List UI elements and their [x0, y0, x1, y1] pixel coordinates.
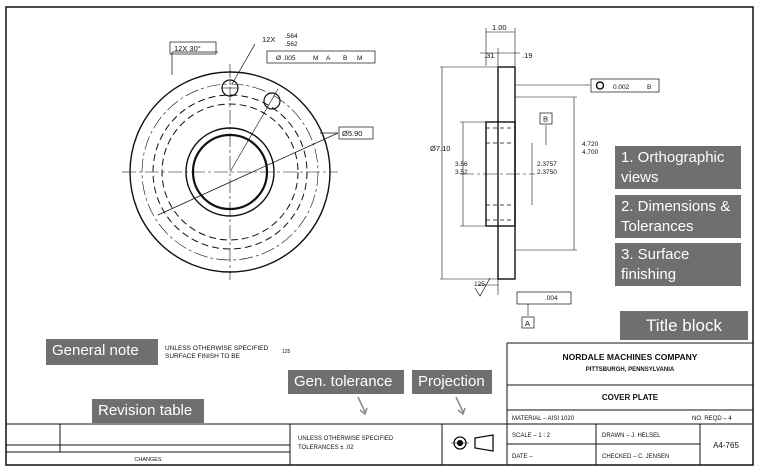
hole-fcf-tol: Ø .005 [276, 55, 296, 62]
hole-fcf-datum-mod: M [357, 55, 362, 62]
front-view [122, 43, 339, 280]
tolerance-line1: UNLESS OTHERWISE SPECIFIED [298, 436, 394, 442]
hole-fcf-datum-b: B [343, 55, 347, 62]
hub-outer-lower: 4.700 [582, 149, 599, 156]
title-block-label: Title block [620, 311, 748, 340]
scale: SCALE – 1 : 2 [512, 433, 551, 439]
runout-datum: B [647, 84, 651, 91]
projection-label: Projection [412, 370, 492, 394]
general-note-finish: 125 [282, 349, 291, 355]
hole-count-label: 12X [262, 35, 275, 44]
hole-dia-lower: .562 [285, 41, 298, 48]
general-note-line2: SURFACE FINISH TO BE [165, 353, 241, 360]
general-note: UNLESS OTHERWISE SPECIFIED SURFACE FINIS… [165, 345, 291, 360]
width-right: .19 [522, 51, 532, 60]
part-name: COVER PLATE [602, 393, 659, 402]
tolerance-line2: TOLERANCES ± .02 [298, 445, 354, 451]
drawn-by: DRAWN – J. HELSEL [602, 433, 661, 439]
bore-dia-upper: 3.56 [455, 161, 468, 168]
width-left: .31 [484, 51, 494, 60]
hole-fcf-datum-a: A [326, 55, 331, 62]
width-total: 1.00 [492, 23, 507, 32]
changes-label: CHANGES [134, 457, 162, 463]
drawing-border [5, 6, 754, 466]
flatness-tol: .004 [545, 295, 558, 302]
hub-outer-upper: 4.720 [582, 141, 599, 148]
datum-b-label: B [543, 115, 548, 124]
hub-dia-lower: 2.3750 [537, 169, 557, 176]
company-name: NORDALE MACHINES COMPANY [563, 352, 698, 362]
runout-tol: 0.002 [613, 84, 630, 91]
hole-dia-upper: .564 [285, 33, 298, 40]
angle-label: 12X 30° [174, 44, 201, 53]
finish-label: 125 [474, 281, 485, 288]
dimensions-tolerances-label: 2. Dimensions & Tolerances [615, 195, 741, 238]
outer-dia: Ø7.10 [430, 144, 450, 153]
side-view-text: 1.00 .31 .19 Ø7.10 3.56 3.52 2.3757 2.37… [430, 23, 660, 329]
gen-tolerance-label: Gen. tolerance [288, 370, 404, 394]
front-view-text: 12X 30° 12X .564 .562 Ø .005 M A B M Ø5.… [169, 33, 376, 140]
orthographic-views-label: 1. Orthographic views [615, 146, 741, 189]
projection-symbol-icon [451, 434, 494, 452]
datum-a-label: A [525, 319, 530, 328]
checked-by: CHECKED – C. JENSEN [602, 454, 669, 460]
general-note-line1: UNLESS OTHERWISE SPECIFIED [165, 345, 268, 352]
hole-fcf-mod: M [313, 55, 318, 62]
title-block-lines [6, 342, 753, 465]
drawing-number: A4-765 [713, 441, 739, 450]
hub-dia-upper: 2.3757 [537, 161, 557, 168]
material: MATERIAL – AISI 1020 [512, 416, 575, 422]
label-arrows [357, 396, 466, 416]
bore-dia-lower: 3.52 [455, 169, 468, 176]
general-note-label: General note [46, 339, 158, 365]
revision-table-label: Revision table [92, 399, 204, 423]
company-city: PITTSBURGH, PENNSYLVANIA [586, 367, 675, 373]
qty-required: NO. REQD – 4 [692, 416, 732, 422]
date: DATE – [512, 454, 533, 460]
title-block: NORDALE MACHINES COMPANY PITTSBURGH, PEN… [134, 352, 739, 463]
bolt-circle-label: Ø5.90 [342, 129, 362, 138]
surface-finishing-label: 3. Surface finishing [615, 243, 741, 286]
side-view [440, 28, 590, 316]
